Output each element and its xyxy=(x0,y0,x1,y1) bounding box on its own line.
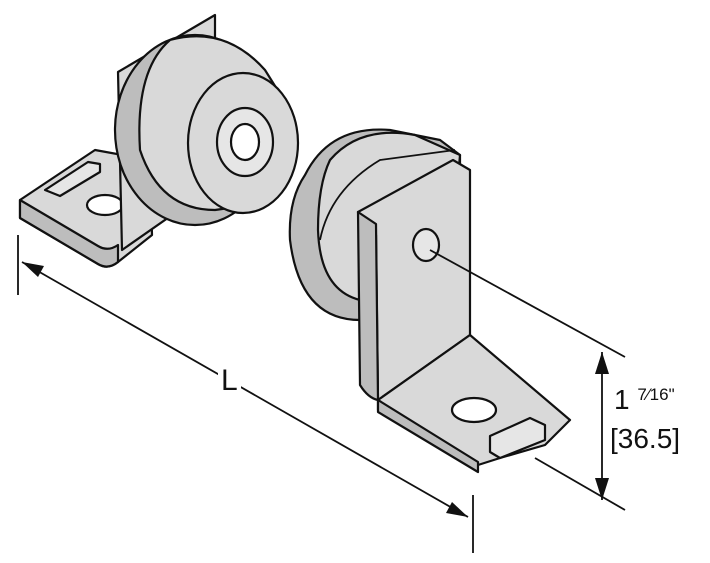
length-arrow-right-icon xyxy=(446,502,468,517)
left-bracket xyxy=(18,13,300,268)
height-imperial-unit: " xyxy=(668,385,675,404)
height-imperial-label: 1 7⁄16" xyxy=(614,384,675,416)
right-bracket-base-edge xyxy=(376,398,480,474)
height-dimension xyxy=(429,249,626,511)
height-extension-bottom xyxy=(534,457,626,511)
height-arrow-bottom-icon xyxy=(595,478,609,500)
height-imperial-whole: 1 xyxy=(614,384,638,415)
height-metric-label: [36.5] xyxy=(610,423,681,454)
height-extension-top xyxy=(429,249,626,358)
right-bracket-upright-edge xyxy=(356,210,380,402)
left-roller-bore xyxy=(229,122,261,162)
right-bracket-tab xyxy=(488,416,547,460)
right-bracket-pin xyxy=(411,227,441,263)
length-arrow-left-icon xyxy=(22,262,44,277)
right-bracket-base-hole xyxy=(450,396,498,424)
right-roller-groove xyxy=(319,149,456,241)
left-bracket-base-hole xyxy=(85,193,125,217)
length-dimension xyxy=(17,235,474,553)
left-bracket-slot xyxy=(43,160,102,198)
length-dimension-line xyxy=(21,261,469,518)
height-arrow-top-icon xyxy=(595,352,609,374)
length-label: L xyxy=(218,364,241,398)
left-bracket-base-edge xyxy=(18,198,120,268)
height-imperial-fraction: 7⁄16 xyxy=(637,385,669,404)
right-bracket xyxy=(288,128,572,474)
